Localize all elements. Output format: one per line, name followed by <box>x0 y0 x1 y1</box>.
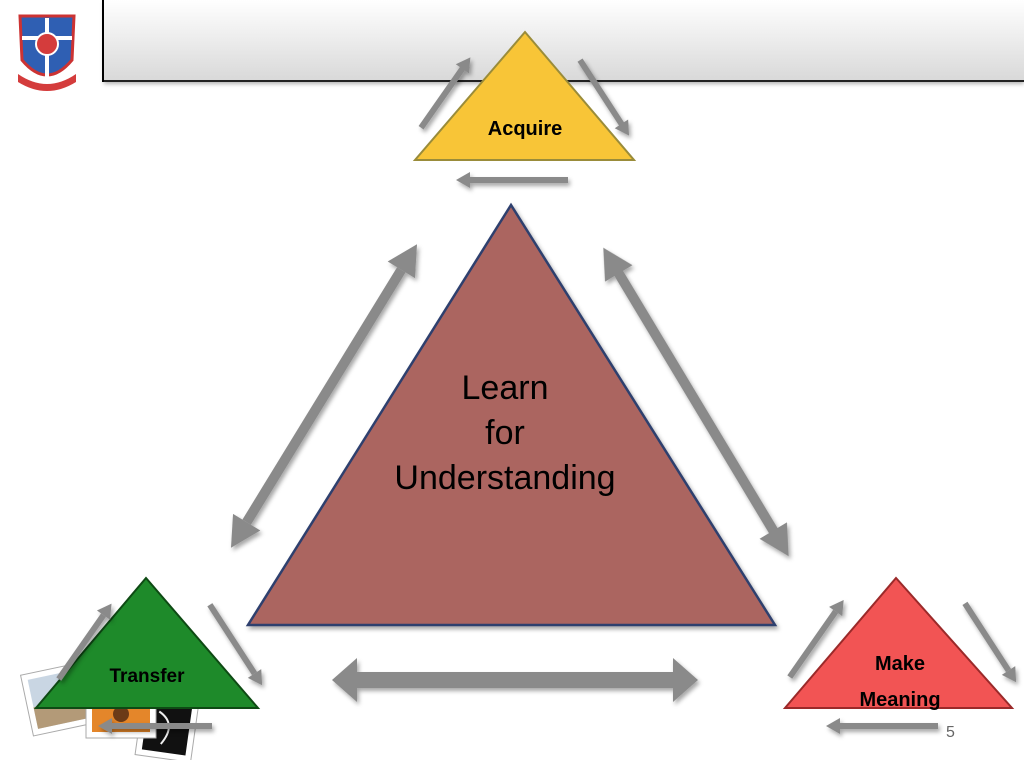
center-label: Learn for Understanding <box>360 366 650 501</box>
center-triangle <box>245 202 778 627</box>
make-meaning-triangle <box>782 576 1015 709</box>
double-arrow-left-icon <box>230 244 418 548</box>
make-meaning-line-2: Meaning <box>859 689 941 711</box>
center-line-1: Learn <box>461 369 549 407</box>
school-logo-icon <box>18 14 76 91</box>
acquire-cycle-arrow-left-icon <box>456 172 568 188</box>
acquire-label: Acquire <box>487 118 563 140</box>
center-line-3: Understanding <box>394 459 616 497</box>
acquire-cycle-arrow-up-icon <box>418 57 471 130</box>
page-number: 5 <box>946 724 955 741</box>
transfer-cycle-arrow-left-icon <box>98 718 212 734</box>
transfer-cycle-arrow-up-icon <box>56 603 112 681</box>
transfer-cycle-arrow-down-icon <box>207 603 263 686</box>
acquire-cycle-arrow-down-icon <box>577 58 630 136</box>
make-meaning-cycle-arrow-left-icon <box>826 718 938 734</box>
make-meaning-cycle-arrow-up-icon <box>787 600 844 679</box>
header-bar <box>104 0 1024 82</box>
make-meaning-line-1: Make <box>874 653 926 675</box>
center-line-2: for <box>485 414 525 452</box>
make-meaning-cycle-arrow-down-icon <box>962 601 1017 683</box>
double-arrow-right-icon <box>603 247 789 557</box>
double-arrow-bottom-icon <box>332 658 698 702</box>
acquire-triangle <box>412 30 637 161</box>
transfer-triangle <box>33 576 261 709</box>
transfer-label: Transfer <box>109 666 185 687</box>
make-meaning-label: Make Meaning <box>820 646 980 718</box>
